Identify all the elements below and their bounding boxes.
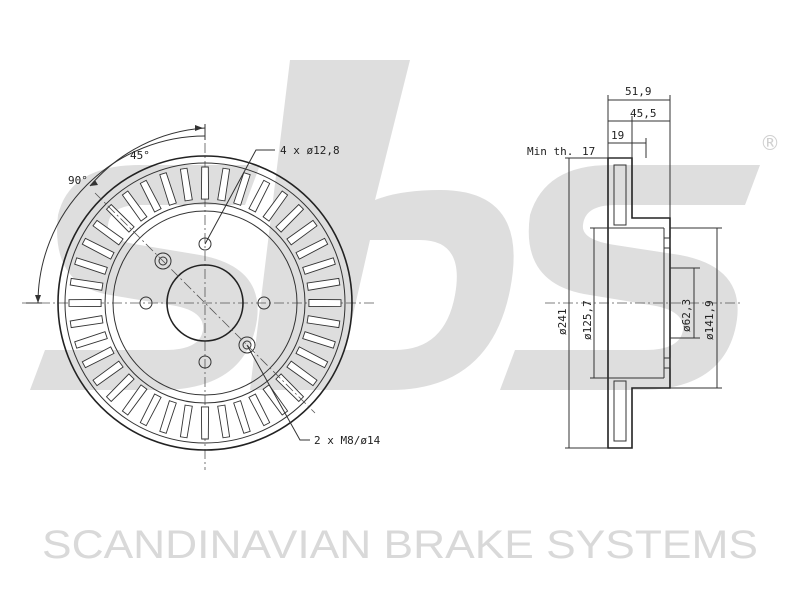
cooling-vane <box>68 298 102 308</box>
hat-outer-circle <box>112 210 298 396</box>
threaded-hole-upper-left <box>154 252 172 270</box>
bolt-hole-left <box>139 296 153 310</box>
angle-label-90: 90° <box>68 174 88 187</box>
cooling-vane <box>248 179 271 213</box>
threaded-holes-label: 2 x M8/ø14 <box>314 434 381 447</box>
min-thickness-value: 17 <box>582 145 595 158</box>
section-view: 51,9 45,5 19 Min th. 17 ø241 ø125,7 ø62,… <box>527 85 740 449</box>
cooling-vane <box>295 346 329 369</box>
angle-label-45: 45° <box>130 149 150 162</box>
cooling-vane <box>159 400 177 434</box>
cooling-vane <box>105 373 135 403</box>
bolt-hole-right <box>257 296 271 310</box>
cooling-vane <box>217 167 231 202</box>
cooling-vane <box>139 393 162 427</box>
center-bore <box>166 264 244 342</box>
dim-disc-thickness-label: 19 <box>611 129 624 142</box>
cooling-vane <box>69 277 104 291</box>
diagonal-centerline <box>94 192 316 414</box>
bolt-hole-leader <box>204 149 275 245</box>
vane-inner-circle <box>104 202 306 404</box>
sbs-logo-watermark <box>30 60 760 390</box>
cooling-vane <box>179 167 193 202</box>
hub-step-top <box>663 237 671 249</box>
cooling-vane <box>139 179 162 213</box>
angle-arc-90 <box>37 135 206 304</box>
cooling-vane <box>302 331 336 349</box>
cooling-vane <box>233 172 251 206</box>
vane-slot-lower <box>613 380 627 442</box>
bolt-hole-top <box>198 237 212 251</box>
cooling-vane <box>159 172 177 206</box>
dim-overall-width-label: 51,9 <box>625 85 652 98</box>
vane-slot-upper <box>613 164 627 226</box>
registered-mark: ® <box>760 131 780 155</box>
cooling-vane <box>179 404 193 439</box>
bolt-hole-bottom <box>198 355 212 369</box>
cooling-vane <box>92 360 124 387</box>
min-thickness-label: Min th. <box>527 145 573 158</box>
arrow-45-end <box>195 125 203 131</box>
cooling-vane <box>248 393 271 427</box>
cooling-vane <box>121 190 148 222</box>
cooling-vane <box>295 237 329 260</box>
cooling-vane <box>233 400 251 434</box>
cooling-vane <box>217 404 231 439</box>
cooling-vane <box>81 346 115 369</box>
cooling-vane <box>275 203 305 233</box>
front-view: 90° 45° 4 x ø12,8 2 x M8/ø14 <box>22 124 381 470</box>
cooling-vane <box>200 166 210 200</box>
cooling-vane <box>262 190 289 222</box>
cooling-vane <box>92 219 124 246</box>
cooling-vane <box>308 298 342 308</box>
cooling-vane <box>81 237 115 260</box>
angle-arc-45 <box>89 127 206 187</box>
cooling-vanes <box>68 166 342 440</box>
cooling-vane <box>121 384 148 416</box>
cooling-vane <box>286 360 318 387</box>
cooling-vane <box>306 315 341 329</box>
threaded-hole-leader <box>246 344 310 441</box>
brand-footer: SCANDINAVIAN BRAKE SYSTEMS <box>42 523 758 567</box>
vane-outer-circle <box>64 162 346 444</box>
cooling-vane <box>302 257 336 275</box>
dim-recess-diameter-label: ø141,9 <box>703 300 716 340</box>
dim-center-bore-label: ø62,3 <box>680 299 693 332</box>
cooling-vane <box>200 406 210 440</box>
dim-outer-diameter-label: ø241 <box>556 309 569 336</box>
dim-hat-depth-label: 45,5 <box>630 107 657 120</box>
hub-step-bottom <box>663 357 671 369</box>
cooling-vane <box>286 219 318 246</box>
threaded-hole-lower-right <box>238 336 256 354</box>
arrow-45-start <box>90 180 98 186</box>
dim-hat-diameter-label: ø125,7 <box>581 300 594 340</box>
cooling-vane <box>306 277 341 291</box>
bolt-holes-label: 4 x ø12,8 <box>280 144 340 157</box>
cooling-vane <box>69 315 104 329</box>
disc-outer-edge <box>57 155 353 451</box>
arrow-90-end <box>35 295 41 303</box>
cooling-vane <box>74 331 108 349</box>
cooling-vane <box>74 257 108 275</box>
